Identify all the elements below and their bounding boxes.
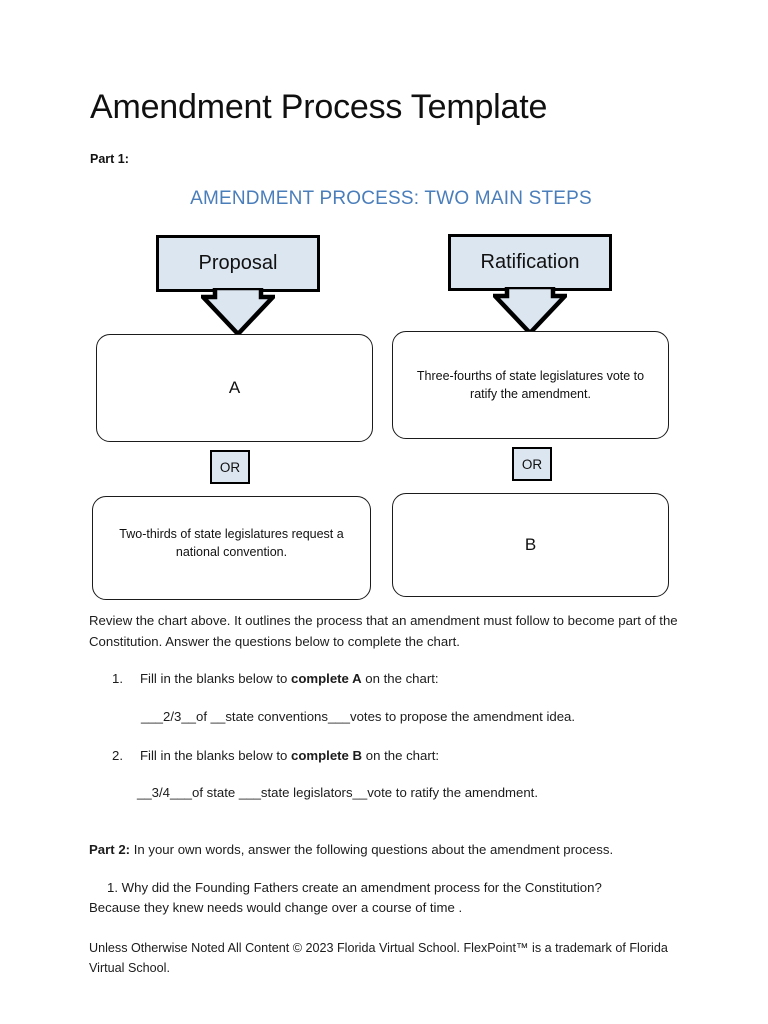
part-2-question-1: 1. Why did the Founding Fathers create a… [107, 877, 707, 898]
part-2-question-1-answer[interactable]: Because they knew needs would change ove… [89, 900, 463, 915]
part-2-label: Part 2: [89, 842, 131, 857]
proposal-option-a-box: A [96, 334, 373, 442]
question-2-answer[interactable]: __3/4___of state ___state legislators__v… [137, 785, 539, 800]
question-1-prompt: Fill in the blanks below to complete A o… [140, 668, 439, 689]
proposal-header-label: Proposal [198, 252, 278, 274]
part-1-label: Part 1: [90, 152, 129, 166]
part-2-question-1-text: Why did the Founding Fathers create an a… [118, 880, 602, 895]
chart-heading: AMENDMENT PROCESS: TWO MAIN STEPS [190, 188, 592, 209]
question-1: 1. Fill in the blanks below to complete … [112, 668, 682, 689]
question-2-prompt-before: Fill in the blanks below to [140, 748, 291, 763]
proposal-header-box: Proposal [156, 235, 320, 292]
question-1-prompt-bold: complete A [291, 671, 362, 686]
or-connector-right: OR [512, 447, 552, 481]
ratification-option-b-label: B [524, 534, 537, 554]
question-1-prompt-before: Fill in the blanks below to [140, 671, 291, 686]
copyright-footer: Unless Otherwise Noted All Content © 202… [89, 941, 668, 976]
down-arrow-icon-proposal [201, 288, 275, 336]
page-title: Amendment Process Template [90, 88, 548, 126]
question-2-prompt-after: on the chart: [362, 748, 440, 763]
ratification-header-box: Ratification [448, 234, 612, 291]
question-1-prompt-after: on the chart: [361, 671, 439, 686]
or-connector-right-label: OR [521, 456, 543, 472]
ratification-header-label: Ratification [480, 251, 580, 273]
part-2-instruction: Part 2: In your own words, answer the fo… [89, 839, 689, 860]
proposal-option-a-label: A [228, 377, 241, 397]
part-2-instruction-text: In your own words, answer the following … [130, 842, 614, 857]
question-1-number: 1. [112, 671, 123, 686]
question-2-prompt-bold: complete B [291, 748, 363, 763]
ratification-option-three-fourths-label: Three-fourths of state legislatures vote… [416, 368, 645, 401]
ratification-option-three-fourths-box: Three-fourths of state legislatures vote… [392, 331, 669, 439]
proposal-option-two-thirds-box: Two-thirds of state legislatures request… [92, 496, 371, 600]
or-connector-left: OR [210, 450, 250, 484]
question-2-number: 2. [112, 748, 123, 763]
down-arrow-icon-ratification [493, 287, 567, 335]
or-connector-left-label: OR [219, 459, 241, 475]
question-1-answer[interactable]: ___2/3__of __state conventions___votes t… [141, 709, 576, 724]
proposal-option-two-thirds-label: Two-thirds of state legislatures request… [119, 526, 344, 559]
part-2-question-1-number: 1. [107, 880, 118, 895]
ratification-option-b-box: B [392, 493, 669, 597]
question-2: 2. Fill in the blanks below to complete … [112, 745, 682, 766]
intro-paragraph: Review the chart above. It outlines the … [89, 613, 678, 650]
question-2-prompt: Fill in the blanks below to complete B o… [140, 745, 439, 766]
